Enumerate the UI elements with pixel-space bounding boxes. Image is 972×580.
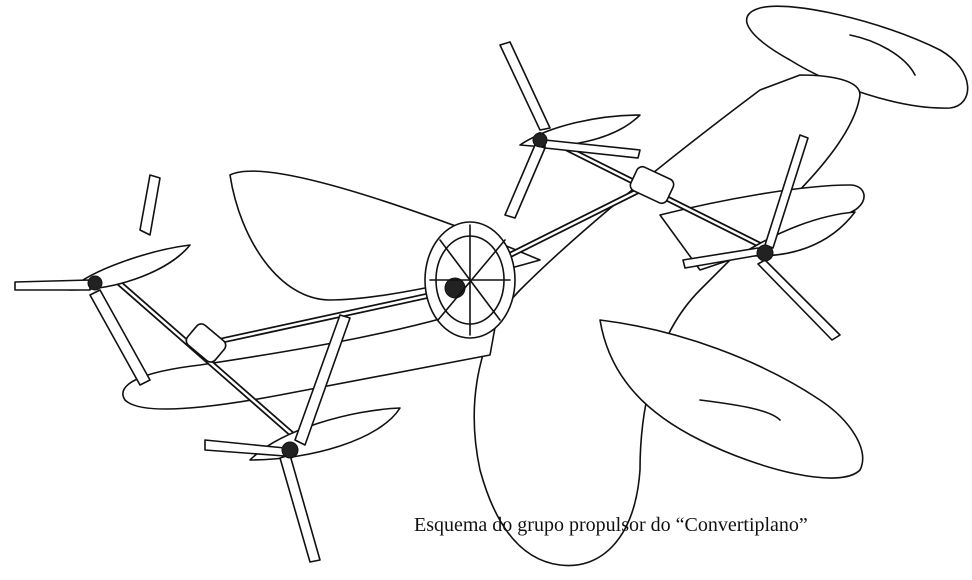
figure-caption: Esquema do grupo propulsor do “Convertip… — [414, 514, 808, 536]
nacelle-left-outer — [14, 174, 191, 386]
radial-engine — [424, 221, 516, 339]
left-gearbox — [185, 323, 227, 363]
nacelle-right-inner — [682, 134, 856, 341]
nacelle-right-outer — [499, 41, 641, 219]
nacelle-left-inner — [204, 314, 401, 563]
right-gearbox — [629, 165, 675, 205]
tailplane — [746, 5, 969, 109]
